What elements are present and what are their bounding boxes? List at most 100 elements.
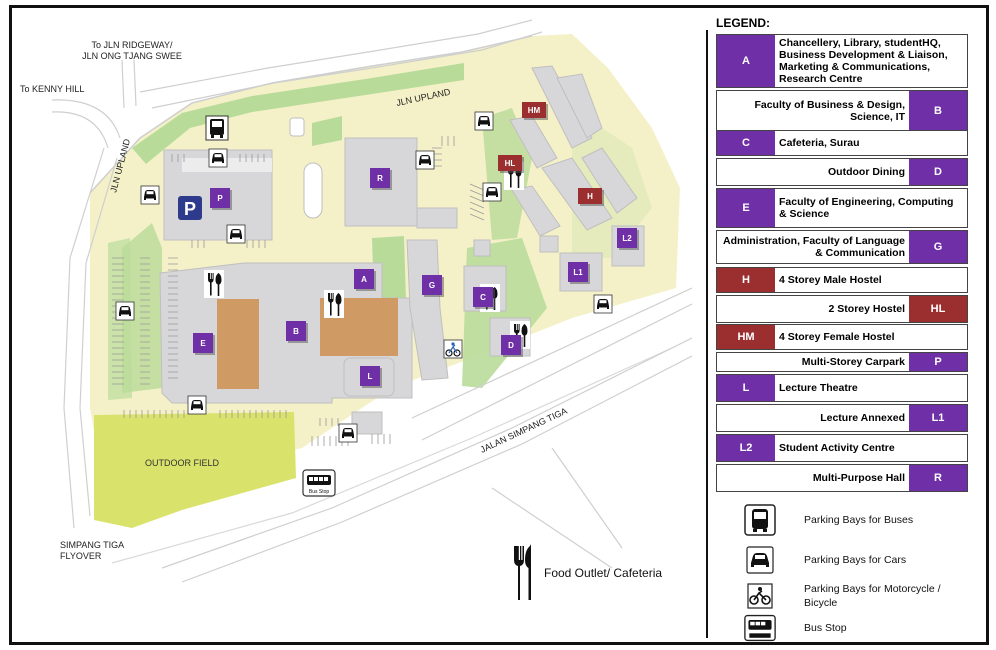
legend-row-hl: 2 Storey Hostel HL [716, 295, 968, 323]
car-parking-icon[interactable] [140, 185, 160, 205]
building-marker-label: H [587, 192, 593, 201]
building-marker-label: P [217, 194, 223, 203]
legend-code: G [909, 231, 967, 263]
food-outlet-icon[interactable] [204, 270, 224, 298]
legend-label: Faculty of Engineering, Computing & Scie… [779, 196, 954, 220]
legend-code: HL [909, 296, 967, 322]
svg-text:Bus Stop: Bus Stop [309, 489, 330, 495]
legend-label: Lecture Theatre [779, 382, 858, 394]
legend-label: Cafeteria, Surau [779, 137, 860, 149]
legend-label: 4 Storey Male Hostel [779, 274, 882, 286]
building-marker-b[interactable]: B [286, 321, 308, 343]
svg-text:P: P [184, 199, 196, 219]
building-marker-label: L2 [622, 234, 632, 243]
legend-label: 2 Storey Hostel [828, 303, 905, 315]
legend-code: D [909, 159, 967, 185]
ridgeway-label: To JLN RIDGEWAY/JLN ONG TJANG SWEE [82, 40, 182, 61]
kenny-hill-label: To KENNY HILL [20, 84, 84, 94]
car-parking-icon[interactable] [226, 224, 246, 244]
legend-symbol-label: Bus Stop [804, 622, 847, 634]
legend-row-l1: Lecture Annexed L1 [716, 404, 968, 432]
car-parking-icon[interactable] [115, 301, 135, 321]
car-icon [744, 544, 776, 576]
legend-row-b: Faculty of Business & Design, Science, I… [716, 90, 968, 132]
building-marker-label: L [368, 372, 373, 381]
car-parking-icon[interactable] [415, 150, 435, 170]
building-marker-e[interactable]: E [193, 333, 215, 355]
building-marker-label: B [293, 327, 299, 336]
building-marker-g[interactable]: G [422, 275, 444, 297]
building-marker-h[interactable]: H [578, 188, 604, 206]
legend-label: Administration, Faculty of Language & Co… [722, 235, 905, 259]
food-outlet-legend-label: Food Outlet/ Cafeteria [544, 566, 663, 580]
car-parking-icon[interactable] [208, 148, 228, 168]
legend-code: B [909, 91, 967, 131]
legend-code: P [909, 353, 967, 371]
building-marker-label: D [508, 341, 514, 350]
building-marker-label: E [200, 339, 206, 348]
food-outlet-legend: Food Outlet/ Cafeteria [512, 544, 662, 602]
legend-label: Multi-Purpose Hall [812, 472, 905, 484]
car-parking-icon[interactable] [187, 395, 207, 415]
legend-row-g: Administration, Faculty of Language & Co… [716, 230, 968, 264]
bus-stop-icon[interactable]: Bus Stop [302, 469, 336, 497]
bus-icon [744, 504, 776, 536]
building-marker-label: R [377, 174, 383, 183]
legend-code: E [717, 189, 775, 227]
building-marker-label: G [429, 281, 435, 290]
car-parking-icon[interactable] [482, 182, 502, 202]
building-marker-label: HL [505, 159, 516, 168]
legend-label: Student Activity Centre [779, 442, 895, 454]
jalan-simpang-tiga-label: JALAN SIMPANG TIGA [479, 406, 569, 455]
legend-symbol-row: Parking Bays for Motorcycle / Bicycle [744, 580, 974, 612]
legend-row-p: Multi-Storey Carpark P [716, 352, 968, 372]
building-marker-r[interactable]: R [370, 168, 392, 190]
building-marker-l1[interactable]: L1 [568, 262, 590, 284]
legend-code: A [717, 35, 775, 87]
car-parking-icon[interactable] [338, 423, 358, 443]
legend-row-h: H 4 Storey Male Hostel [716, 267, 968, 293]
legend-row-l2: L2 Student Activity Centre [716, 434, 968, 462]
car-parking-icon[interactable] [593, 294, 613, 314]
legend-code: L [717, 375, 775, 401]
motorcycle-icon [744, 580, 776, 612]
building-marker-label: L1 [573, 268, 583, 277]
outdoor-field-label: OUTDOOR FIELD [145, 458, 220, 468]
building-marker-d[interactable]: D [501, 335, 523, 357]
building-marker-l[interactable]: L [360, 366, 382, 388]
legend-symbol-row: Parking Bays for Buses [744, 504, 974, 536]
building-marker-p[interactable]: P [210, 188, 232, 210]
building-marker-l2[interactable]: L2 [617, 228, 639, 250]
legend-label: Lecture Annexed [820, 412, 905, 424]
legend-label: Faculty of Business & Design, Science, I… [754, 99, 905, 123]
legend-label: 4 Storey Female Hostel [779, 331, 895, 343]
legend-code: L1 [909, 405, 967, 431]
food-outlet-icon[interactable] [324, 290, 344, 318]
building-marker-hl[interactable]: HL [498, 155, 524, 173]
car-parking-icon[interactable] [474, 111, 494, 131]
legend-title: LEGEND: [716, 16, 770, 30]
legend-code: L2 [717, 435, 775, 461]
legend-symbol-row: Bus Stop [744, 612, 974, 644]
campus-map: OUTDOOR FIELD [20, 19, 693, 583]
legend-label: Chancellery, Library, studentHQ, Busines… [779, 37, 948, 85]
building-marker-hm[interactable]: HM [522, 102, 548, 120]
legend-symbol-label: Parking Bays for Motorcycle / Bicycle [804, 583, 941, 609]
legend-symbol-label: Parking Bays for Buses [804, 514, 914, 526]
legend-symbol-row: Parking Bays for Cars [744, 544, 974, 576]
building-marker-a[interactable]: A [354, 269, 376, 291]
bus-stop-icon [744, 612, 776, 644]
legend-code: H [717, 268, 775, 292]
motorcycle-parking-icon[interactable] [443, 339, 463, 359]
bus-parking-icon[interactable] [205, 115, 229, 141]
legend-label: Multi-Storey Carpark [801, 356, 905, 368]
legend-row-l: L Lecture Theatre [716, 374, 968, 402]
building-marker-label: C [480, 293, 486, 302]
building-marker-c[interactable]: C [473, 287, 495, 309]
